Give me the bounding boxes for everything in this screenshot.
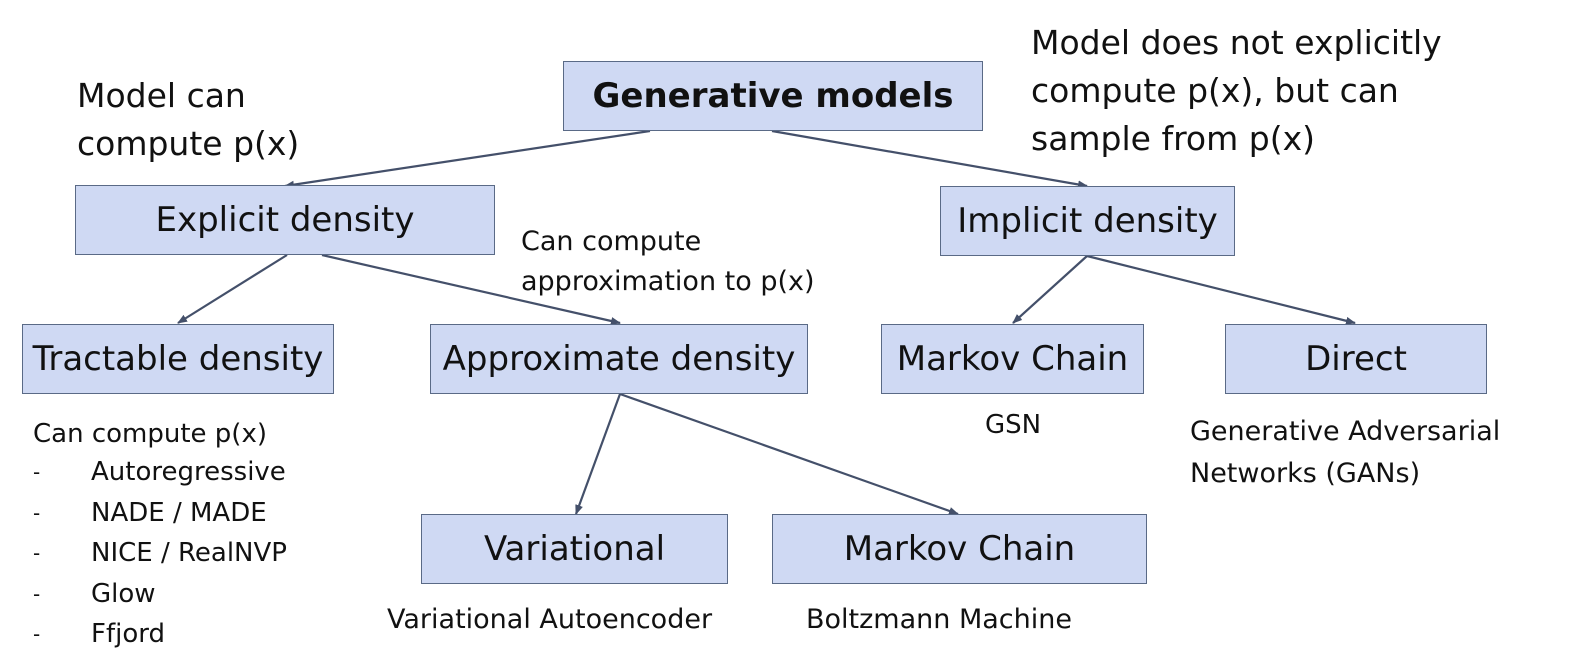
list-item-label: NICE / RealNVP <box>91 538 287 568</box>
note-gans-line1: Generative Adversarial <box>1190 416 1501 447</box>
note-gans-line2: Networks (GANs) <box>1190 458 1421 489</box>
list-item-label: Autoregressive <box>91 457 286 487</box>
node-approximate-density: Approximate density <box>430 324 808 394</box>
tractable-list-heading: Can compute p(x) <box>33 419 267 449</box>
list-item: - Autoregressive <box>33 452 287 493</box>
note-boltzmann: Boltzmann Machine <box>806 604 1072 635</box>
edge-root-implicit <box>771 129 1088 189</box>
edge-implicit-markov <box>1012 255 1088 324</box>
edge-explicit-approximate <box>321 253 621 325</box>
note-vae: Variational Autoencoder <box>387 604 713 635</box>
list-item: - NICE / RealNVP <box>33 533 287 574</box>
list-item-label: Ffjord <box>91 619 165 649</box>
node-variational: Variational <box>421 514 728 584</box>
note-approx-line1: Can compute <box>521 226 702 257</box>
bullet-dash: - <box>33 500 41 525</box>
note-approx-line2: approximation to p(x) <box>521 266 815 297</box>
bullet-dash: - <box>33 622 41 646</box>
node-explicit-density: Explicit density <box>75 185 495 255</box>
node-generative-models: Generative models <box>563 61 983 131</box>
note-approximation: Can compute approximation to p(x) <box>521 222 815 302</box>
note-implicit-line2: compute p(x), but can <box>1031 70 1399 110</box>
note-implicit: Model does not explicitly compute p(x), … <box>1031 19 1442 163</box>
bullet-dash: - <box>33 460 41 484</box>
list-item: - NADE / MADE <box>33 493 287 534</box>
node-markov-chain-approximate: Markov Chain <box>772 514 1147 584</box>
note-gsn: GSN <box>985 410 1042 440</box>
bullet-dash: - <box>33 581 41 606</box>
node-markov-chain-implicit: Markov Chain <box>881 324 1144 394</box>
list-item-label: NADE / MADE <box>91 497 267 528</box>
note-explicit: Model can compute p(x) <box>77 72 299 168</box>
note-implicit-line3: sample from p(x) <box>1031 118 1315 158</box>
edge-root-explicit <box>284 129 651 189</box>
edge-implicit-direct <box>1086 254 1356 325</box>
bullet-dash: - <box>33 541 41 565</box>
node-tractable-density: Tractable density <box>22 324 334 394</box>
list-item-label: Glow <box>91 578 156 609</box>
note-explicit-line2: compute p(x) <box>77 123 300 163</box>
node-implicit-density: Implicit density <box>940 186 1235 256</box>
note-explicit-line1: Model can <box>77 76 246 115</box>
list-item: - Ffjord <box>33 614 287 655</box>
edge-approximate-variational <box>574 393 622 515</box>
node-direct: Direct <box>1225 324 1487 394</box>
edge-approximate-markov <box>619 392 959 516</box>
note-implicit-line1: Model does not explicitly <box>1031 23 1442 62</box>
note-gans: Generative Adversarial Networks (GANs) <box>1190 411 1500 495</box>
edge-explicit-tractable <box>177 254 288 324</box>
tractable-model-list: Can compute p(x) - Autoregressive - NADE /… <box>33 416 287 655</box>
list-item: - Glow <box>33 574 287 615</box>
